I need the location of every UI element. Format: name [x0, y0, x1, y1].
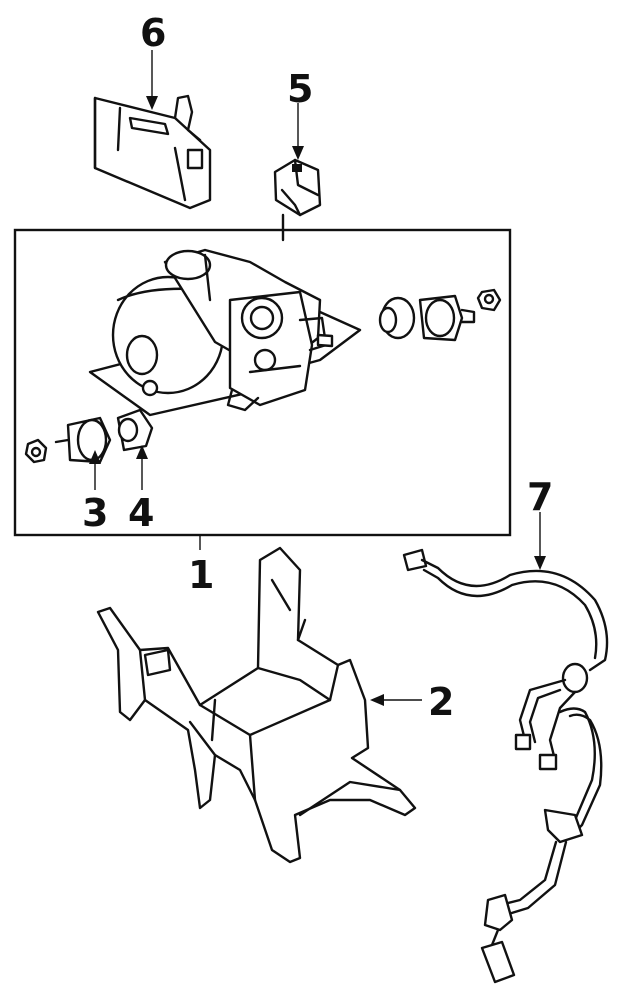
leader-lines	[89, 50, 546, 706]
callout-4: 4	[128, 491, 154, 535]
callout-6: 6	[140, 11, 166, 55]
callout-2: 2	[428, 680, 454, 724]
assembly-box-part-1	[13, 228, 512, 537]
callout-7: 7	[527, 475, 553, 519]
callout-1: 1	[188, 553, 214, 597]
control-module-part-6	[93, 94, 212, 210]
actuator-assembly-part-1	[88, 248, 362, 417]
callout-3: 3	[82, 491, 108, 535]
right-mount-bushings	[378, 288, 502, 342]
left-mount-parts-3-4	[24, 408, 154, 464]
mounting-bracket-part-2	[96, 546, 417, 864]
wire-harness-part-7	[402, 548, 609, 984]
callout-5: 5	[287, 67, 313, 111]
pressure-switch-part-5	[273, 158, 322, 242]
